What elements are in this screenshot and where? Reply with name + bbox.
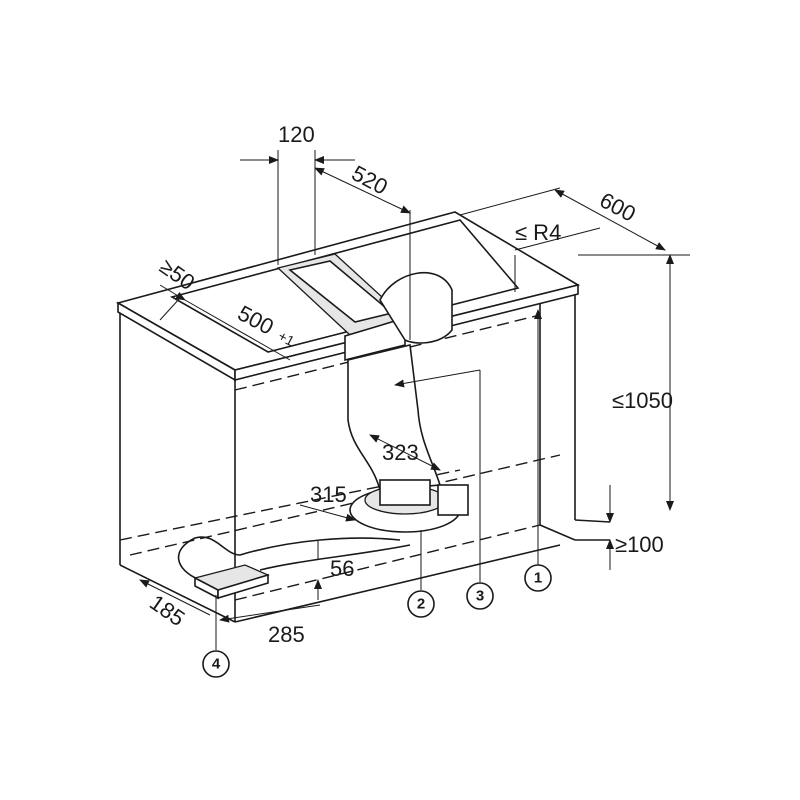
callout-2-label: 2 xyxy=(417,596,425,613)
callout-4: 4 xyxy=(202,650,230,678)
dim-323: 323 xyxy=(382,440,419,465)
dim-285: 285 xyxy=(268,622,305,647)
dim-56: 56 xyxy=(330,556,354,581)
dim-520: 520 xyxy=(348,160,392,199)
dim-315: 315 xyxy=(310,482,347,507)
dim-600: 600 xyxy=(596,187,640,226)
callout-1-label: 1 xyxy=(534,570,542,587)
callout-1: 1 xyxy=(524,564,552,592)
callout-3: 3 xyxy=(466,582,494,610)
dim-500-tolerance: +1 xyxy=(276,328,298,350)
callout-4-label: 4 xyxy=(212,656,221,673)
dim-120: 120 xyxy=(278,122,315,147)
dim-1050: ≤1050 xyxy=(612,388,673,413)
callout-leaders xyxy=(215,309,542,650)
dim-100: ≥100 xyxy=(615,532,664,557)
callout-2: 2 xyxy=(407,590,435,618)
dimension-lines xyxy=(139,150,690,623)
control-unit xyxy=(177,536,411,600)
callout-3-label: 3 xyxy=(476,588,484,605)
dim-radius: ≤ R4 xyxy=(515,220,561,245)
